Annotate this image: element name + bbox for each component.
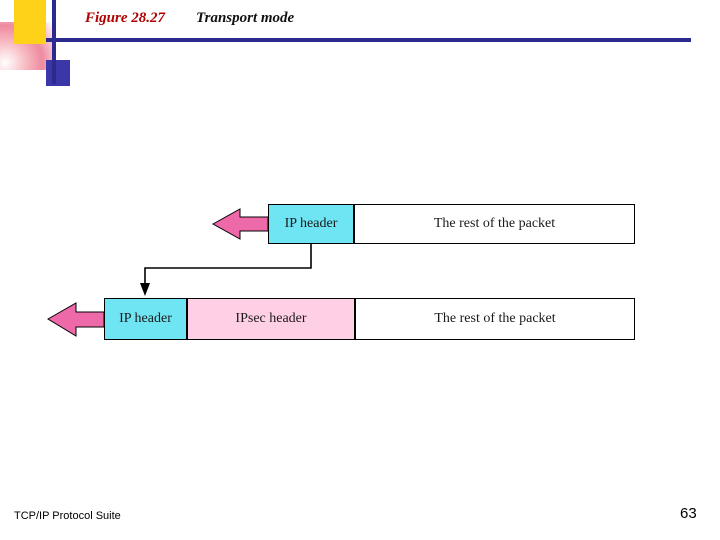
arrow-pink-top [211,208,269,240]
footer-text: TCP/IP Protocol Suite [14,510,121,522]
decoration-blue-square [46,60,70,86]
figure-title: Transport mode [196,10,295,26]
page-number: 63 [680,505,697,522]
row2-ipsec-header-box: IPsec header [187,298,355,340]
arrow-pink-bottom [47,302,105,337]
figure-label: Figure 28.27 [85,10,166,26]
slide-decoration [0,0,104,90]
row2-rest-of-packet-box: The rest of the packet [355,298,635,340]
row2-ip-header-box: IP header [104,298,187,340]
row1-ip-header-box: IP header [268,204,354,244]
arrow-connector [140,244,312,296]
row1-rest-of-packet-box: The rest of the packet [354,204,635,244]
decoration-horizontal-bar [46,38,691,42]
decoration-yellow-square [14,0,46,44]
decoration-vertical-bar [52,0,56,84]
